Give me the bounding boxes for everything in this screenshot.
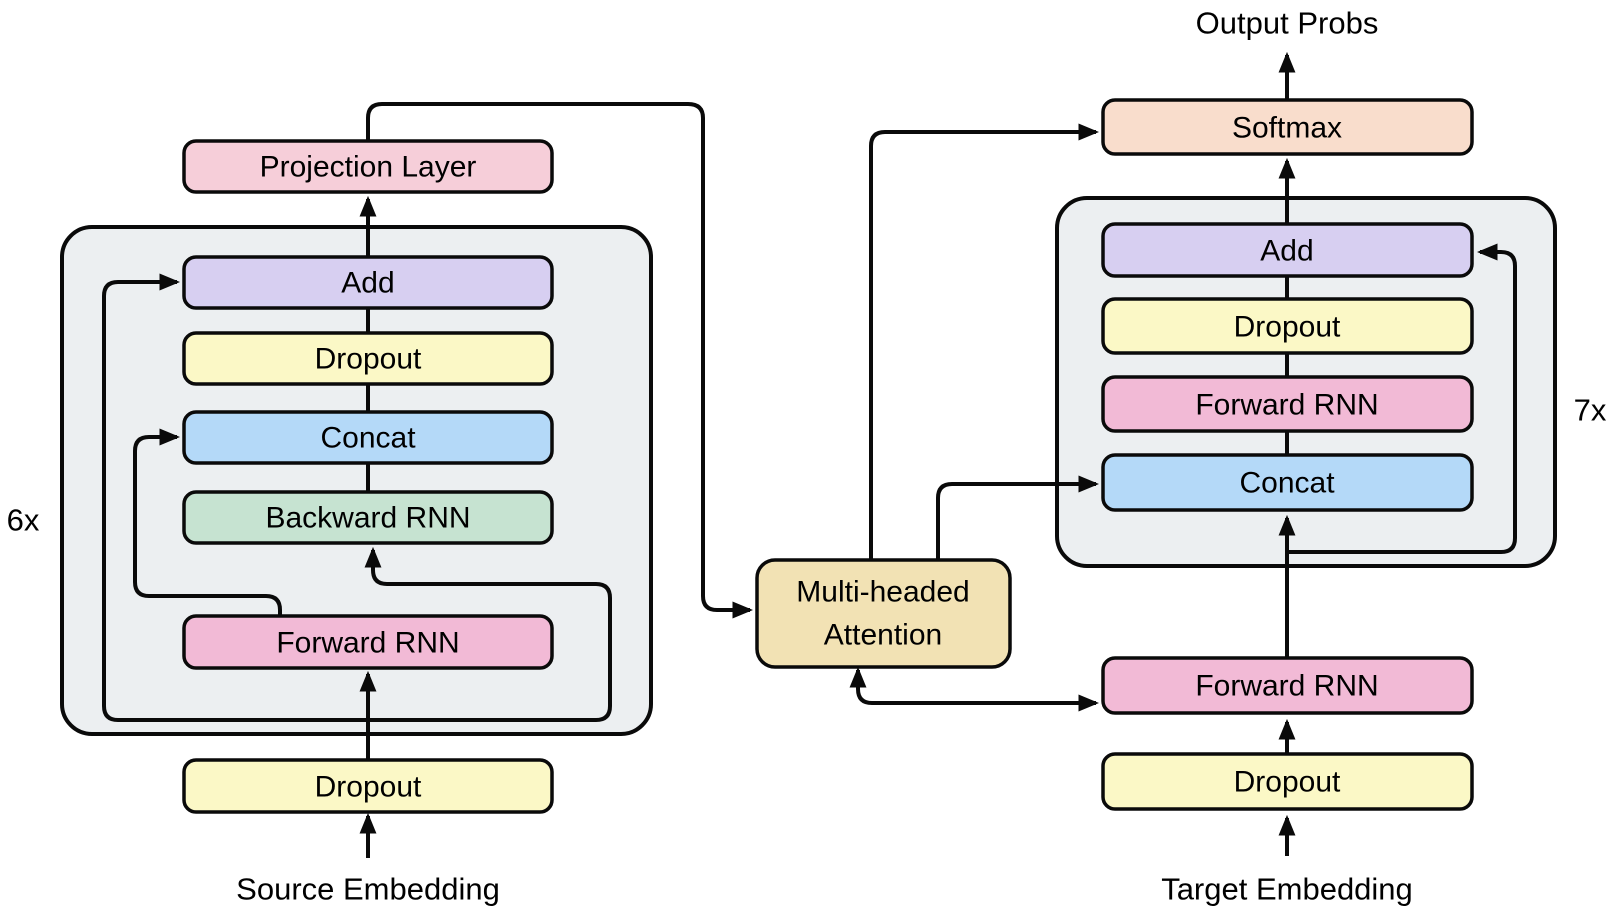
output-probs-label: Output Probs — [1196, 6, 1379, 41]
source-embedding-label: Source Embedding — [236, 872, 500, 907]
decoder-add-box — [1101, 222, 1474, 278]
softmax-label: Softmax — [1232, 112, 1342, 145]
decoder-forward-rnn-label: Forward RNN — [1195, 389, 1378, 422]
encoder-input-dropout-label: Dropout — [315, 771, 422, 804]
multi-headed-attention-label-line2: Attention — [824, 619, 942, 652]
encoder-forward-rnn-label: Forward RNN — [276, 627, 459, 660]
multi-headed-attention-box — [755, 558, 1012, 669]
softmax-box — [1101, 98, 1474, 156]
arrow-input-to-backward-rnn — [364, 546, 612, 722]
encoder-add-label: Add — [341, 267, 394, 300]
encoder-backward-rnn-box — [182, 490, 554, 545]
encoder-backward-rnn-label: Backward RNN — [265, 502, 470, 535]
decoder-dropout-label: Dropout — [1234, 311, 1341, 344]
encoder-dropout-label: Dropout — [315, 343, 422, 376]
arrow-attention-decoder-forward-rnn-bidirectional — [849, 666, 1100, 712]
multi-headed-attention-label-line1: Multi-headed — [796, 576, 969, 609]
decoder-concat-box — [1101, 453, 1474, 512]
arrow-residual-to-decoder-add — [1287, 243, 1517, 554]
arrow-attention-to-decoder-concat — [936, 475, 1100, 560]
projection-layer-label: Projection Layer — [260, 151, 477, 184]
encoder-concat-box — [182, 410, 554, 465]
decoder-pre-forward-rnn-box — [1101, 656, 1474, 715]
decoder-dropout-box — [1101, 297, 1474, 355]
decoder-concat-label: Concat — [1239, 467, 1335, 500]
target-embedding-label: Target Embedding — [1161, 872, 1413, 907]
projection-layer-box — [182, 139, 554, 194]
arrow-projection-layer-to-attention — [366, 102, 754, 619]
encoder-concat-label: Concat — [320, 422, 416, 455]
encoder-dropout-box — [182, 331, 554, 386]
decoder-pre-forward-rnn-label: Forward RNN — [1195, 670, 1378, 703]
decoder-add-label: Add — [1260, 235, 1313, 268]
arrow-residual-input-to-add — [102, 273, 368, 722]
arrow-forward-rnn-to-concat — [133, 428, 282, 616]
decoder-input-dropout-box — [1101, 752, 1474, 811]
encoder-input-dropout-box — [182, 758, 554, 814]
decoder-repeat-label: 7x — [1574, 393, 1607, 428]
decoder-forward-rnn-box — [1101, 375, 1474, 433]
arrow-attention-to-softmax — [869, 123, 1100, 560]
encoder-repeat-label: 6x — [7, 503, 40, 538]
encoder-add-box — [182, 255, 554, 310]
decoder-input-dropout-label: Dropout — [1234, 766, 1341, 799]
encoder-forward-rnn-box — [182, 614, 554, 670]
